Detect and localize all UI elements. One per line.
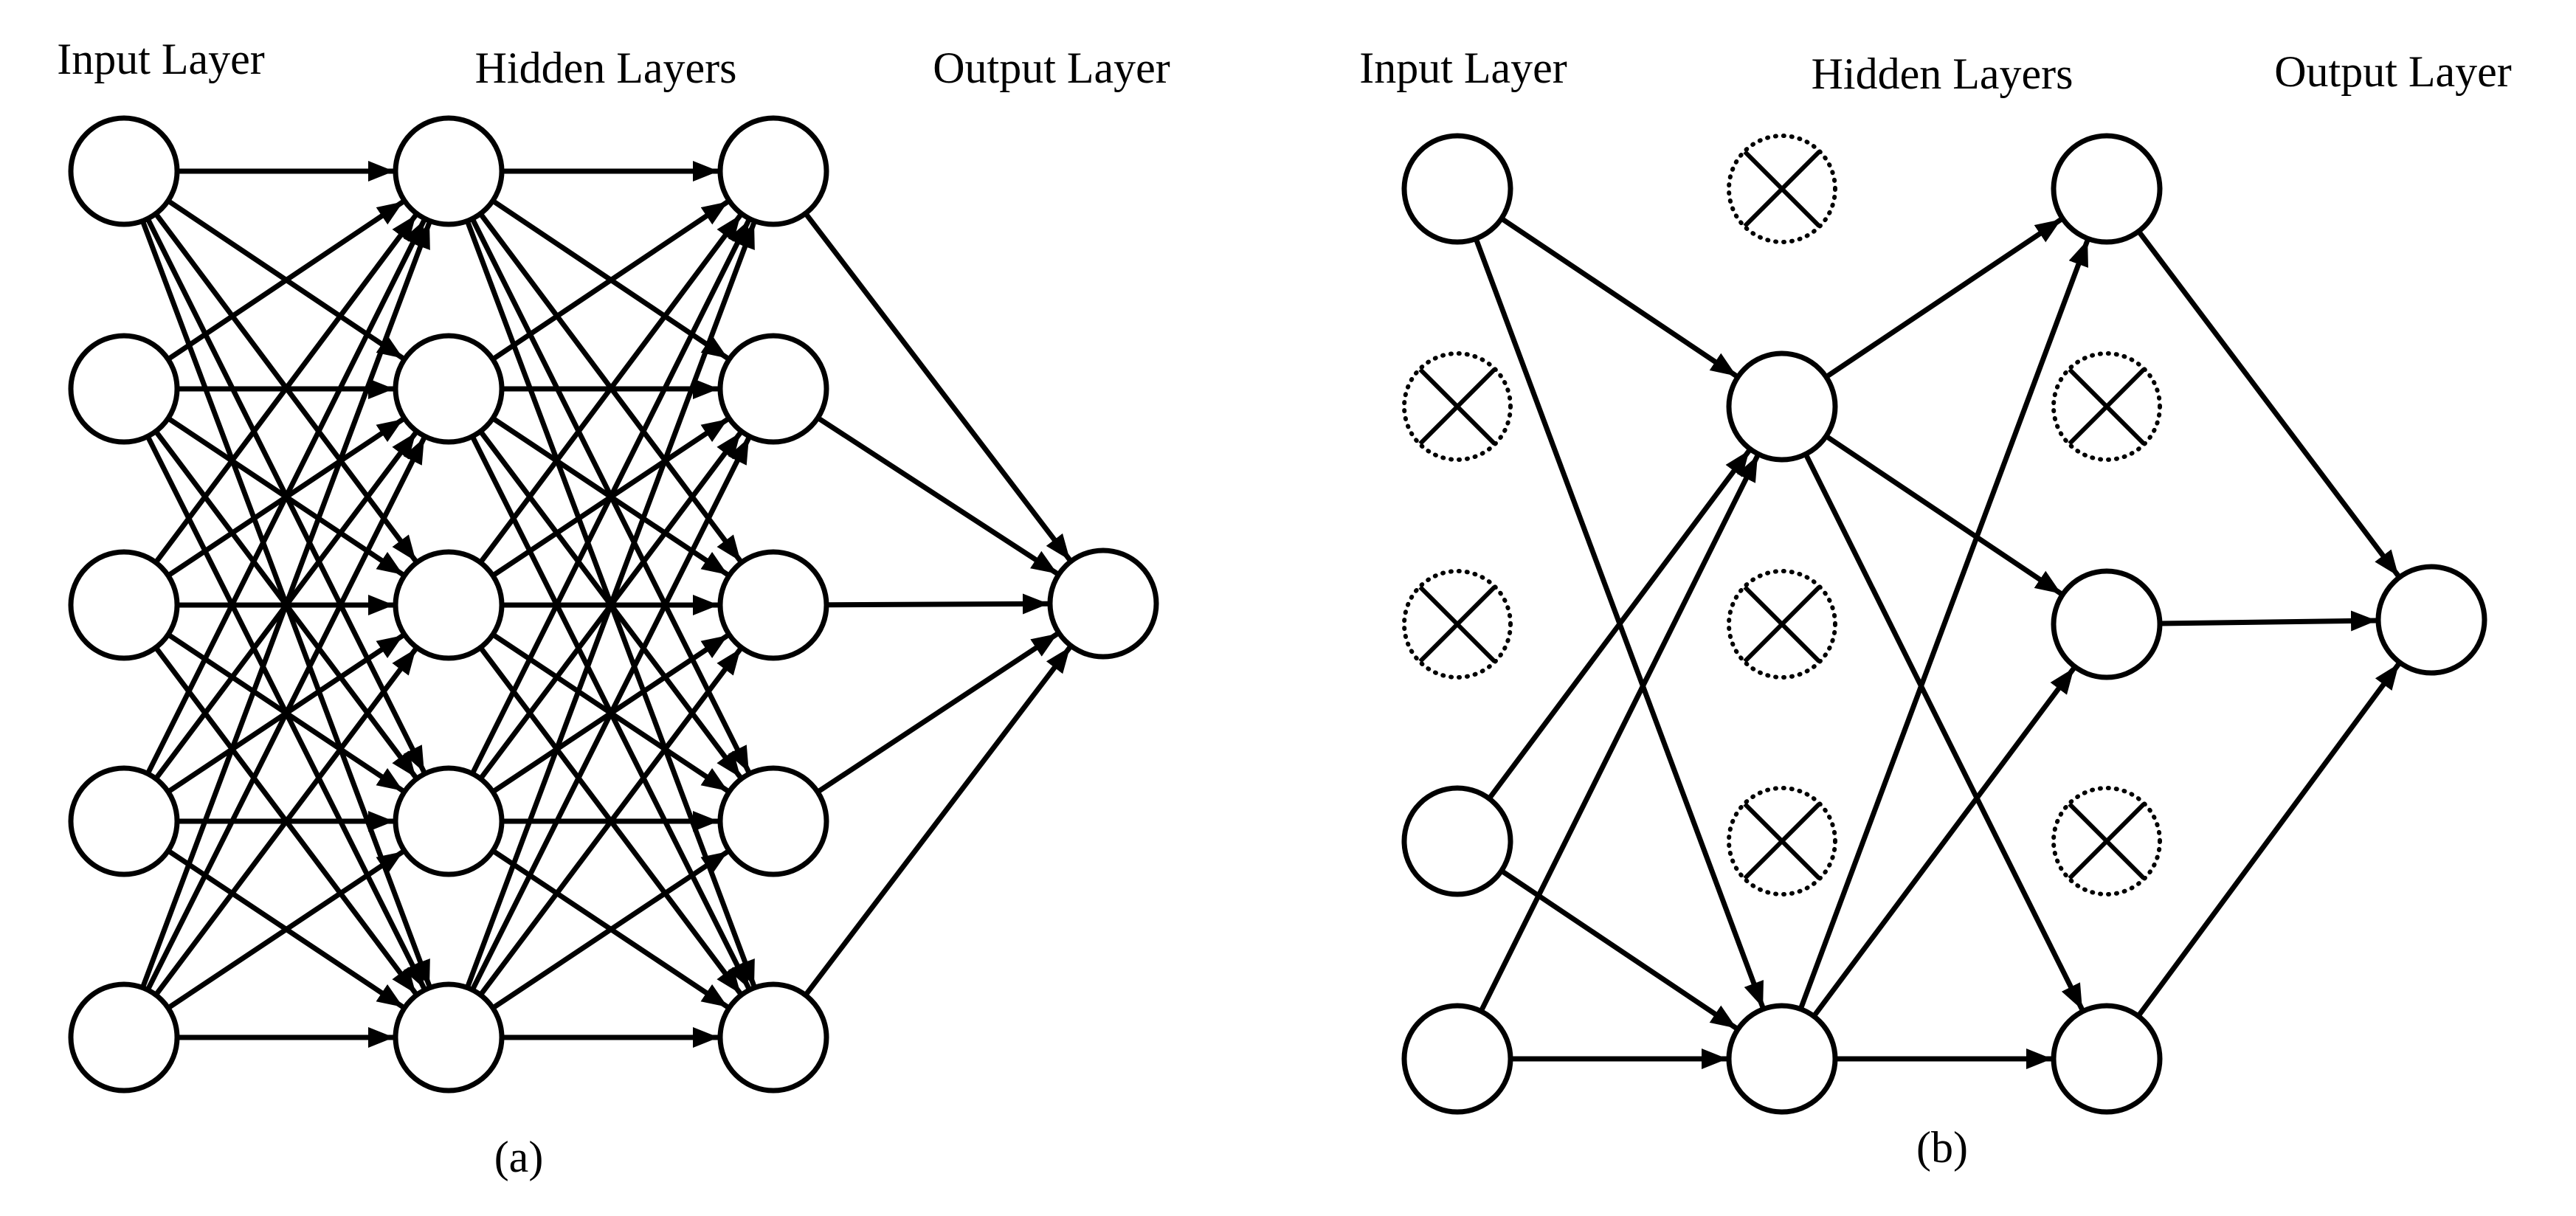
dropped-neuron-l1-n0 — [1727, 134, 1837, 244]
drop-cross-line — [1418, 367, 1496, 446]
edge-l1n1-to-l2n2 — [1824, 434, 2063, 596]
neuron-l1-n1 — [1726, 350, 1838, 463]
neuron-l3-n0 — [2375, 564, 2487, 676]
edge-l0n4-to-l1n3 — [166, 849, 405, 1011]
edge-l2n0-to-l3n0 — [2136, 229, 2401, 578]
edge-l0n3-to-l1n0 — [145, 218, 427, 775]
edge-l1n1-to-l2n4 — [1803, 452, 2085, 1012]
panel-a-caption: (a) — [494, 1133, 544, 1181]
panel-a-input-layer-label: Input Layer — [57, 35, 265, 83]
neuron-l0-n4 — [68, 981, 180, 1094]
edge-l0n2-to-l1n0 — [153, 213, 418, 564]
neuron-l1-n1 — [393, 333, 505, 445]
neuron-l0-n3 — [1401, 785, 1513, 897]
neuron-l2-n4 — [717, 981, 829, 1094]
edge-l1n1-to-l2n0 — [1824, 217, 2063, 379]
edge-l2n4-to-l3n0 — [2135, 662, 2401, 1018]
edge-l2n2-to-l3n0 — [2159, 610, 2378, 632]
edge-l1n4-to-l2n0 — [465, 221, 757, 989]
dropped-neuron-l1-n3 — [1727, 786, 1837, 897]
edge-l2n3-to-l3n0 — [816, 631, 1060, 795]
panel-a-edges — [140, 161, 1072, 1048]
neuron-l1-n4 — [393, 981, 505, 1094]
panel-a-nodes — [68, 115, 1159, 1094]
neuron-l2-n3 — [717, 765, 829, 877]
dropped-neuron-l0-n2 — [1402, 569, 1513, 680]
panel-b-hidden-layers-label: Hidden Layers — [1812, 49, 2073, 98]
neuron-l2-n0 — [717, 115, 829, 227]
neuron-l0-n1 — [68, 333, 180, 445]
dropped-neuron-l2-n1 — [2051, 351, 2162, 462]
drop-cross-line — [1743, 802, 1821, 880]
panel-b-nodes — [1401, 133, 2487, 1115]
edge-l0n4-to-l1n1 — [1478, 454, 1761, 1013]
neuron-l0-n0 — [1401, 133, 1513, 245]
neuron-l0-n3 — [68, 765, 180, 877]
neuron-l2-n2 — [2051, 568, 2163, 680]
neuron-l0-n2 — [68, 549, 180, 661]
neuron-l0-n4 — [1401, 1003, 1513, 1115]
edge-l1n3-to-l2n0 — [470, 218, 752, 775]
neuron-l0-n0 — [68, 115, 180, 227]
neuron-l2-n2 — [717, 549, 829, 661]
drop-cross-line — [2068, 367, 2146, 446]
neuron-l3-n0 — [1047, 547, 1159, 660]
edge-l1n2-to-l2n0 — [478, 213, 743, 564]
panel-a-hidden-layers-label: Hidden Layers — [475, 44, 737, 92]
drop-cross-line — [1418, 585, 1496, 663]
neuron-l1-n3 — [393, 765, 505, 877]
dropped-neuron-l2-n3 — [2051, 786, 2162, 897]
edge-l2n1-to-l3n0 — [816, 415, 1059, 576]
edge-l0n3-to-l1n1 — [1487, 449, 1752, 801]
edge-l2n4-to-l3n0 — [803, 645, 1072, 997]
edge-l2n0-to-l3n0 — [803, 212, 1072, 562]
edge-l0n1-to-l1n0 — [166, 199, 405, 362]
dropped-neuron-l0-n1 — [1402, 351, 1513, 462]
neuron-l1-n2 — [393, 549, 505, 661]
neuron-l2-n1 — [717, 333, 829, 445]
edge-l1n4-to-l2n0 — [1798, 239, 2090, 1010]
panel-b-caption: (b) — [1916, 1123, 1968, 1172]
panel-b-edges — [1473, 216, 2401, 1069]
neuron-l1-n0 — [393, 115, 505, 227]
panel-b-output-layer-label: Output Layer — [2274, 47, 2512, 96]
edge-l0n4-to-l1n2 — [153, 647, 418, 997]
dropped-neuron-l1-n2 — [1727, 569, 1837, 680]
edge-l0n4-to-l1n0 — [140, 221, 432, 989]
neuron-l2-n0 — [2051, 133, 2163, 245]
panel-a-output-layer-label: Output Layer — [933, 44, 1170, 92]
edge-l1n1-to-l2n0 — [491, 199, 730, 362]
drop-cross-line — [1743, 150, 1821, 228]
edge-l1n4-to-l2n3 — [491, 849, 730, 1011]
neuron-l2-n4 — [2051, 1003, 2163, 1115]
panel-a: Input Layer Hidden Layers Output Layer (… — [57, 35, 1170, 1181]
edge-l1n4-to-l2n2 — [478, 647, 743, 997]
panel-b-input-layer-label: Input Layer — [1359, 44, 1567, 92]
edge-l1n4-to-l2n1 — [470, 436, 752, 992]
panel-b: Input Layer Hidden Layers Output Layer (… — [1359, 44, 2512, 1172]
drop-cross-line — [2068, 802, 2146, 880]
edge-l0n4-to-l1n1 — [145, 436, 427, 992]
drop-cross-line — [1743, 585, 1821, 663]
neuron-l1-n4 — [1726, 1003, 1838, 1115]
edge-l0n0-to-l1n1 — [1499, 216, 1738, 379]
edge-l1n4-to-l2n2 — [1812, 666, 2076, 1018]
